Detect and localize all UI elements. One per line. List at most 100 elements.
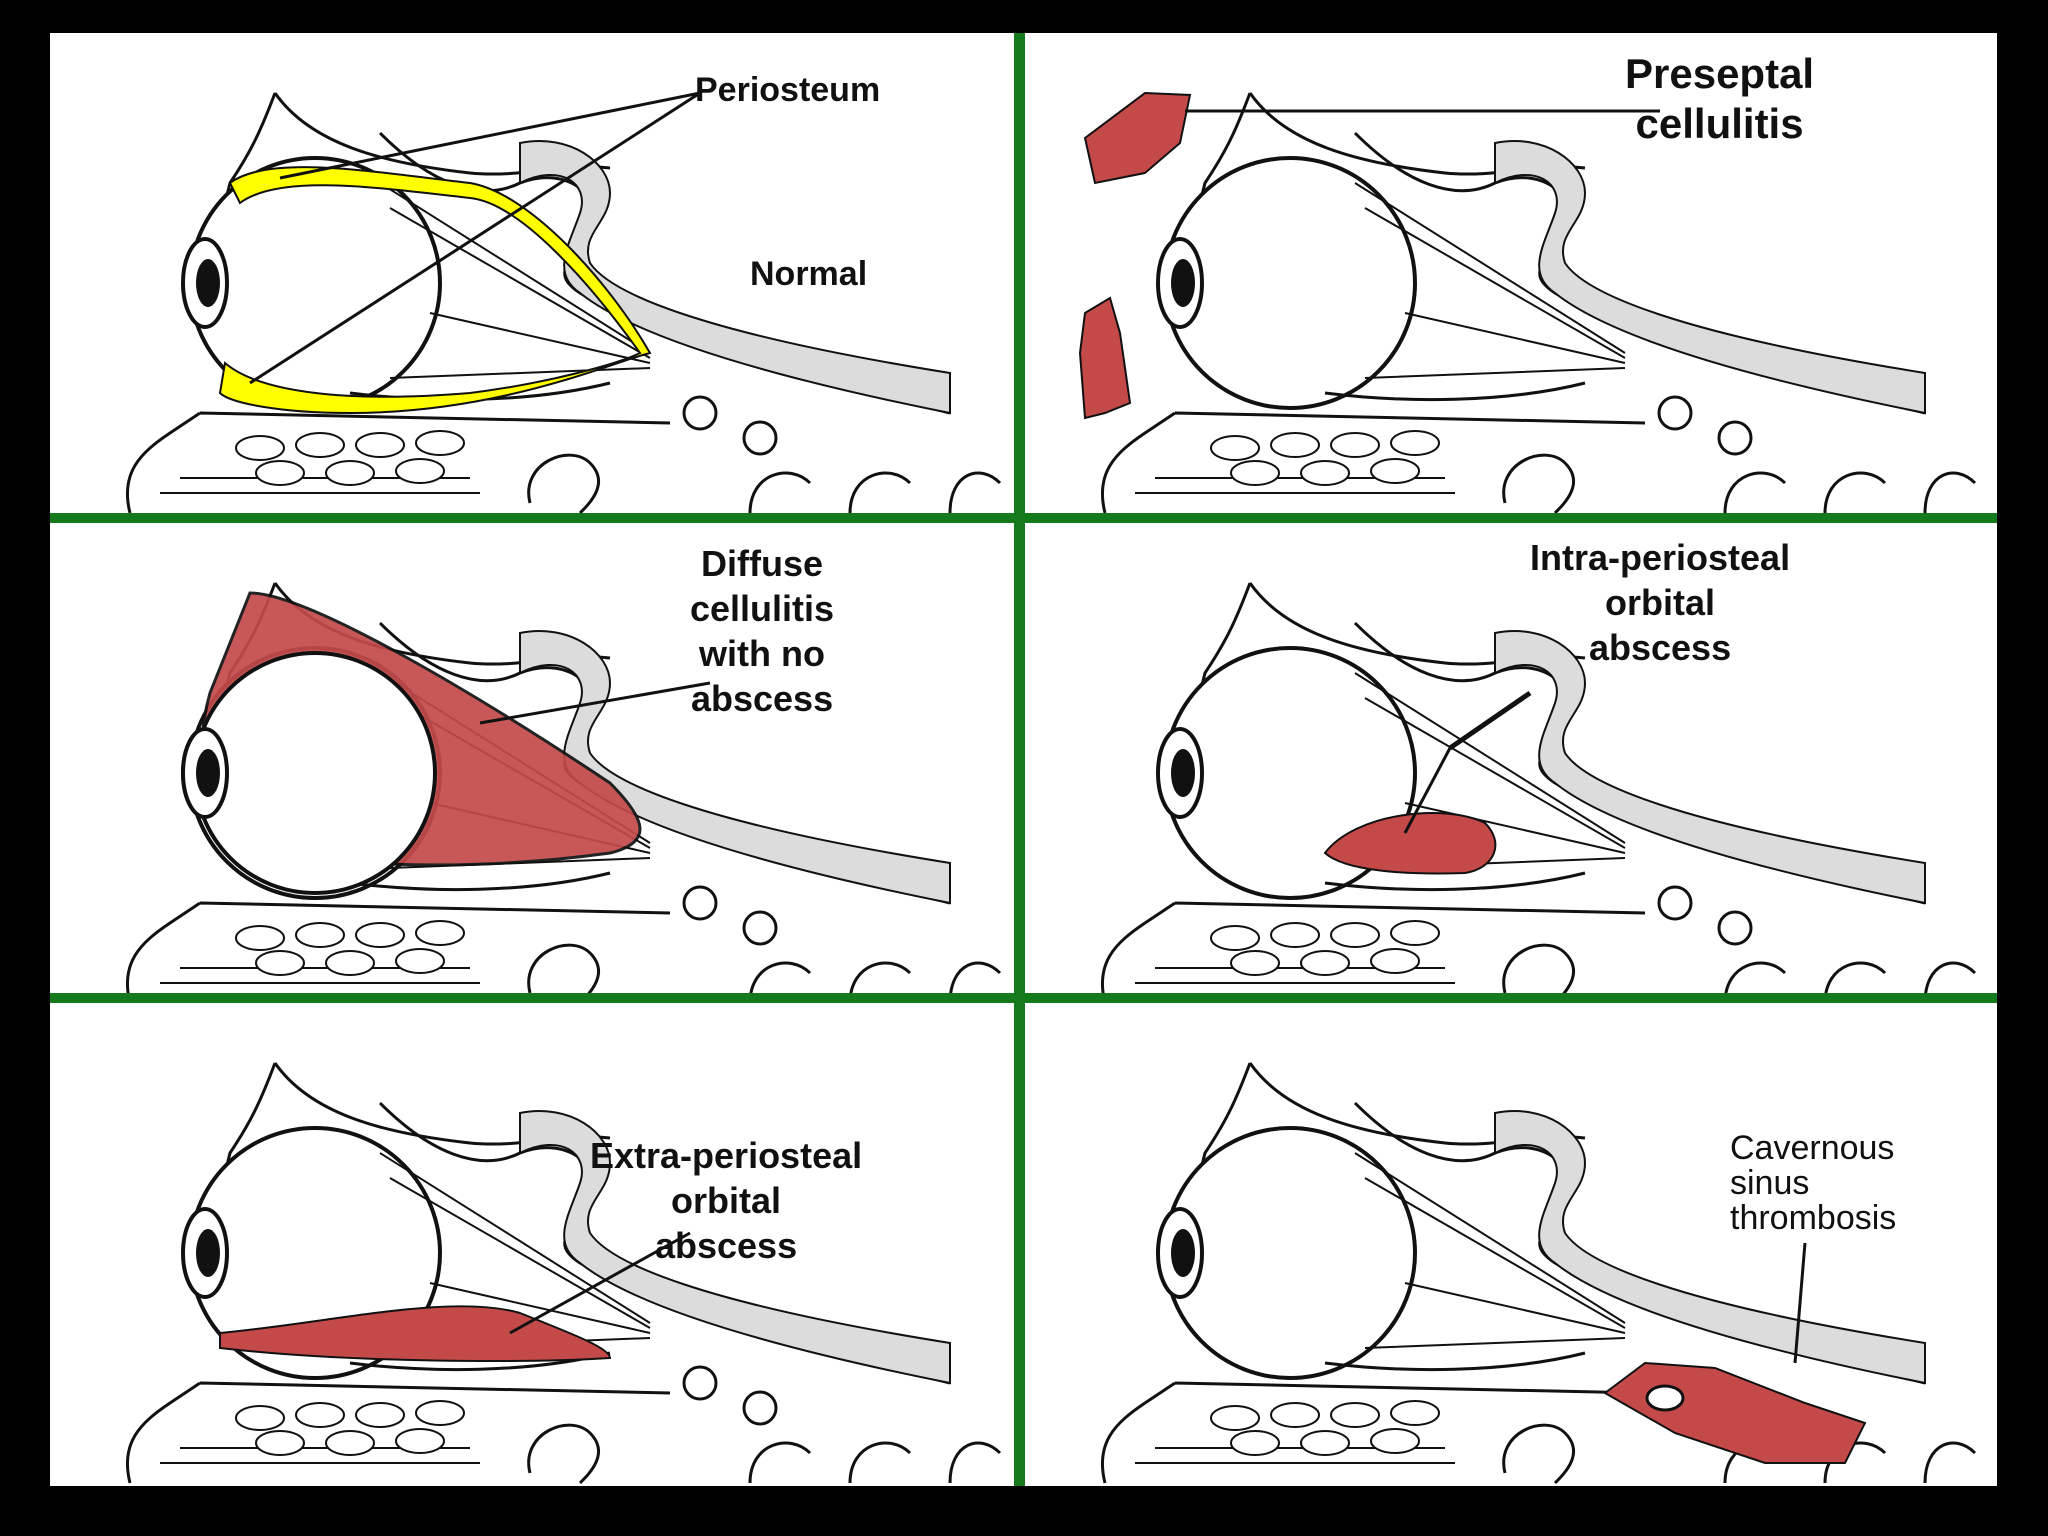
orbit-floor [125, 1381, 671, 1484]
preseptal-swelling-lower [1078, 296, 1132, 420]
foramen [742, 420, 778, 456]
panel-intra-periosteal-abscess: Intra-periosteal orbital abscess [1025, 523, 1997, 993]
sinus-wall [519, 630, 951, 905]
ethmoid-air-cell [395, 948, 445, 974]
foramen [742, 910, 778, 946]
ethmoid-air-cell [255, 1430, 305, 1456]
inferior-muscle [1324, 1351, 1586, 1372]
label-pointer-line [1403, 747, 1452, 834]
ethmoid-air-cell [1390, 920, 1440, 946]
cavernous-sinus-thrombus [1603, 1361, 1867, 1464]
foramen [682, 885, 718, 921]
sphenoid-contour [1502, 1423, 1576, 1485]
inferior-muscle [1324, 381, 1586, 402]
ethmoid-air-cell [325, 950, 375, 976]
extraocular-muscles [1354, 1152, 1626, 1349]
orbit-anatomy-drawing [1078, 91, 1977, 513]
orbit-floor [1100, 901, 1646, 993]
ethmoid-air-cell [1330, 432, 1380, 458]
panel-diffuse-cellulitis: Diffuse cellulitis with no abscess [50, 523, 1014, 993]
extraocular-muscles [1354, 672, 1626, 869]
anatomy-group [1100, 92, 1977, 513]
orbit-anatomy-drawing [125, 1062, 1002, 1485]
preseptal-swelling-upper [1083, 91, 1192, 185]
ethmoid-air-cell [1330, 1402, 1380, 1428]
orbit-anatomy-drawing [1100, 582, 1977, 993]
panel-cavernous-sinus-thrombosis: Cavernous sinus thrombosis [1025, 1003, 1997, 1486]
inferior-muscle [349, 871, 611, 892]
ethmoid-air-cell [235, 925, 285, 951]
panel-preseptal-cellulitis: Preseptal cellulitis [1025, 33, 1997, 513]
ethmoid-air-cell [1370, 948, 1420, 974]
ethmoid-air-cell [295, 1402, 345, 1428]
label-pointer-line [1793, 1242, 1807, 1364]
ethmoid-air-cell [1230, 460, 1280, 486]
ethmoid-air-cell [1300, 950, 1350, 976]
ethmoid-air-cell [395, 1428, 445, 1454]
ethmoid-air-cell [1370, 1428, 1420, 1454]
label-intra-periosteal-abscess: Intra-periosteal orbital abscess [1530, 537, 1791, 668]
label-normal: Normal [750, 255, 868, 293]
ethmoid-air-cell [295, 922, 345, 948]
sphenoid-contour [527, 1423, 601, 1485]
ethmoid-air-cell [1390, 430, 1440, 456]
label-preseptal-cellulitis: Preseptal cellulitis [1625, 50, 1815, 147]
intra-periosteal-abscess-mass [1323, 812, 1497, 875]
ethmoid-air-cell [295, 432, 345, 458]
foramen [1717, 420, 1753, 456]
ethmoid-air-cell [325, 1430, 375, 1456]
ethmoid-air-cell [1330, 922, 1380, 948]
label-pointer-line [479, 681, 711, 725]
panel-extra-periosteal-abscess: Extra-periosteal orbital abscess [50, 1003, 1014, 1486]
ethmoid-air-cell [255, 950, 305, 976]
ethmoid-air-cell [235, 1405, 285, 1431]
foramen [1657, 885, 1693, 921]
orbit-floor [1100, 411, 1646, 513]
ethmoid-air-cell [355, 922, 405, 948]
sinus-wall [519, 1110, 951, 1385]
label-pointer-line [1448, 690, 1532, 751]
orbit-anatomy-drawing [125, 582, 1002, 993]
label-pointer-line [509, 1231, 691, 1335]
sinus-wall [1494, 630, 1926, 905]
label-diffuse-cellulitis: Diffuse cellulitis with no abscess [690, 543, 835, 719]
skull-base-contours [748, 1441, 1002, 1484]
extra-periosteal-abscess-mass [219, 1305, 612, 1362]
ethmoid-air-cell [1210, 435, 1260, 461]
ethmoid-air-cell [1270, 922, 1320, 948]
ethmoid-air-cell [415, 920, 465, 946]
skull-base-contours [1723, 471, 1977, 513]
label-periosteum: Periosteum [695, 71, 881, 109]
ethmoid-air-cell [415, 430, 465, 456]
ethmoid-air-cell [1300, 460, 1350, 486]
ethmoid-air-cell [235, 435, 285, 461]
anatomy-group [125, 92, 1002, 513]
sphenoid-contour [1502, 943, 1576, 993]
panel-normal: Periosteum Normal [50, 33, 1014, 513]
pupil [1171, 749, 1195, 797]
extraocular-muscles [379, 182, 651, 379]
sphenoid-contour [1502, 453, 1576, 513]
ethmoid-air-cell [1230, 950, 1280, 976]
periosteum-pointer-line [279, 91, 701, 180]
ethmoid-air-cell [1270, 432, 1320, 458]
sphenoid-contour [527, 453, 601, 513]
anatomy-group [125, 1062, 1002, 1485]
sinus-wall [1494, 140, 1926, 415]
foramen [682, 395, 718, 431]
ethmoid-air-cell [1230, 1430, 1280, 1456]
ethmoid-air-cell [395, 458, 445, 484]
pupil [1171, 259, 1195, 307]
skull-base-contours [749, 961, 1002, 993]
highlight-group [1323, 690, 1532, 875]
orbit-anatomy-drawing [125, 91, 1002, 513]
highlight-group [1078, 91, 1660, 420]
sphenoid-contour [527, 943, 601, 993]
inferior-muscle [1324, 871, 1586, 892]
highlight-group [1603, 1242, 1867, 1464]
orbit-floor [1100, 1381, 1646, 1484]
foramen [682, 1365, 718, 1401]
foramen [742, 1390, 778, 1426]
skull-base-contours [748, 471, 1002, 513]
ethmoid-air-cell [255, 460, 305, 486]
